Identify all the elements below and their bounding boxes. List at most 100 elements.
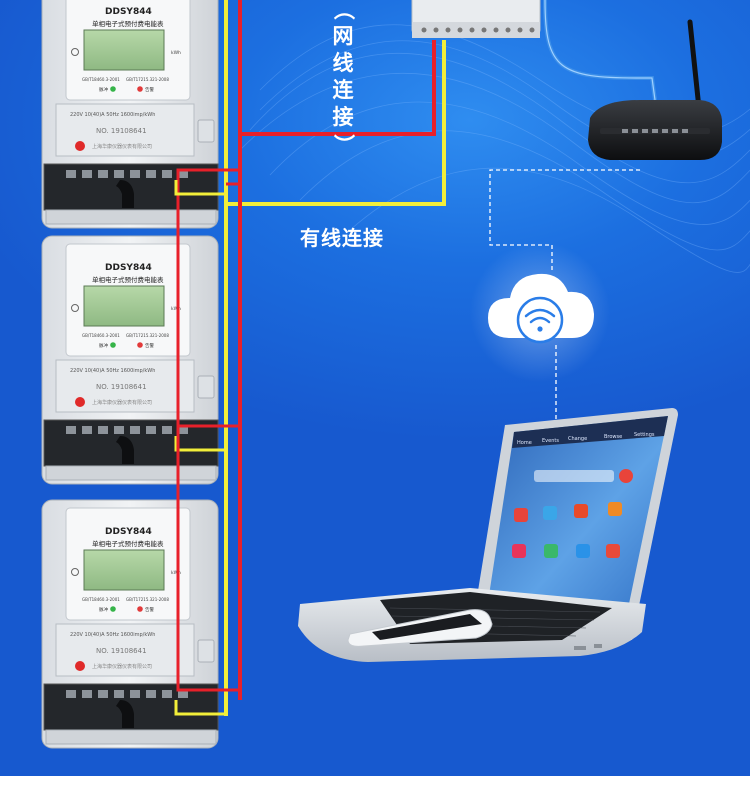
- meter-terminal: [98, 690, 108, 698]
- laptop-tab-settings: Settings: [634, 432, 655, 438]
- ethernet-connection-label: （网线连接）: [331, 0, 356, 155]
- meter-indicator-pulse-label: 脉冲: [99, 606, 108, 613]
- meter-bottom-cover: [45, 729, 217, 745]
- meter-seal: [197, 375, 215, 399]
- meter-alarm-led: [137, 86, 143, 92]
- meter-terminal: [82, 690, 92, 698]
- meter-terminal: [66, 426, 76, 434]
- meter-button-icon: [71, 48, 79, 56]
- meter-button-icon: [71, 568, 79, 576]
- meter-logo-icon: [75, 397, 85, 407]
- meter-maker: 上海华康仪器仪表有限公司: [92, 143, 152, 150]
- meter-model: DDSY844: [105, 263, 152, 273]
- smartphone-icon: [347, 609, 493, 647]
- meter-terminal: [66, 170, 76, 178]
- meter-standard-left: GB/T18460.3-2001: [82, 77, 120, 82]
- concentrator-device-icon: [411, 0, 541, 38]
- bottom-strip: [0, 776, 750, 788]
- meter-serial: NO. 19108641: [96, 127, 147, 135]
- meter-indicator-pulse-label: 脉冲: [99, 86, 108, 93]
- meter-terminal: [146, 426, 156, 434]
- meter-pulse-led: [110, 342, 116, 348]
- laptop-tab-bar: Home Events Change Browse Settings: [517, 432, 655, 446]
- meter-standard-left: GB/T18460.3-2001: [82, 333, 120, 338]
- meter-yellow-wire: [174, 436, 226, 452]
- meter-serial: NO. 19108641: [96, 383, 147, 391]
- meter-unit: kWh: [171, 570, 181, 576]
- meter-terminal: [178, 170, 188, 178]
- meter-rating: 220V 10(40)A 50Hz 1600imp/kWh: [70, 112, 155, 118]
- meter-terminal: [130, 690, 140, 698]
- meter-logo-icon: [75, 661, 85, 671]
- meter-standard-right: GB/T17215.321-2008: [126, 333, 169, 338]
- meter-terminal: [130, 170, 140, 178]
- meter-cable-entry: [116, 700, 134, 728]
- meter-terminal: [162, 170, 172, 178]
- meter-terminal: [146, 690, 156, 698]
- meter-bottom-cover: [45, 209, 217, 225]
- laptop-tab-change: Change: [568, 436, 587, 442]
- meter-pulse-led: [110, 86, 116, 92]
- meter-lcd: [83, 29, 165, 71]
- meter-red-wire: [176, 196, 240, 692]
- meter-type: 单相电子式预付费电能表: [92, 539, 164, 548]
- meter-maker: 上海华康仪器仪表有限公司: [92, 399, 152, 406]
- meter-button-icon: [71, 304, 79, 312]
- meter-terminal: [98, 426, 108, 434]
- meter-standard-right: GB/T17215.321-2008: [126, 597, 169, 602]
- meter-rating: 220V 10(40)A 50Hz 1600imp/kWh: [70, 368, 155, 374]
- meter-unit: kWh: [171, 306, 181, 312]
- wire-yellow-bus: [226, 40, 446, 206]
- meter-terminal: [178, 690, 188, 698]
- meter-terminal: [114, 426, 124, 434]
- meter-maker: 上海华康仪器仪表有限公司: [92, 663, 152, 670]
- meter-terminal: [66, 690, 76, 698]
- meter-standard-right: GB/T17215.321-2008: [126, 77, 169, 82]
- meter-terminal: [82, 170, 92, 178]
- laptop-tab-home: Home: [517, 440, 532, 446]
- meter-lcd: [83, 549, 165, 591]
- meter-type: 单相电子式预付费电能表: [92, 275, 164, 284]
- meter-yellow-wire: [174, 180, 226, 196]
- meter-model: DDSY844: [105, 527, 152, 537]
- meter-pulse-led: [110, 606, 116, 612]
- meter-lcd: [83, 285, 165, 327]
- meter-standard-left: GB/T18460.3-2001: [82, 597, 120, 602]
- meter-seal: [197, 639, 215, 663]
- wire-red-bus: [240, 40, 436, 136]
- meter-terminal: [82, 426, 92, 434]
- meter-cable-entry: [116, 436, 134, 464]
- meter-indicator-alarm-label: 告警: [145, 342, 154, 349]
- background-wave-lines: [239, 24, 750, 273]
- laptop-tab-events: Events: [542, 438, 559, 444]
- meter-bottom-cover: [45, 465, 217, 481]
- meter-cable-entry: [116, 180, 134, 208]
- meter-terminal: [114, 690, 124, 698]
- meter-terminal: [114, 170, 124, 178]
- meter-terminal: [98, 170, 108, 178]
- meter-indicator-pulse-label: 脉冲: [99, 342, 108, 349]
- meter-terminal: [178, 426, 188, 434]
- laptop-app-icons: [512, 469, 633, 558]
- meter-unit: kWh: [171, 50, 181, 56]
- meter-indicator-alarm-label: 告警: [145, 606, 154, 613]
- meter-logo-icon: [75, 141, 85, 151]
- network-cable: [543, 0, 657, 101]
- meter-red-wire: [176, 168, 240, 196]
- meter-model: DDSY844: [105, 7, 152, 17]
- meter-terminal: [130, 426, 140, 434]
- meter-type: 单相电子式预付费电能表: [92, 19, 164, 28]
- router-icon: [588, 19, 722, 160]
- meter-yellow-wire: [174, 700, 226, 716]
- meter-serial: NO. 19108641: [96, 647, 147, 655]
- meter-seal: [197, 119, 215, 143]
- laptop-tab-browse: Browse: [604, 434, 622, 440]
- cloud-wifi-icon: [470, 242, 610, 382]
- meter-terminal: [162, 426, 172, 434]
